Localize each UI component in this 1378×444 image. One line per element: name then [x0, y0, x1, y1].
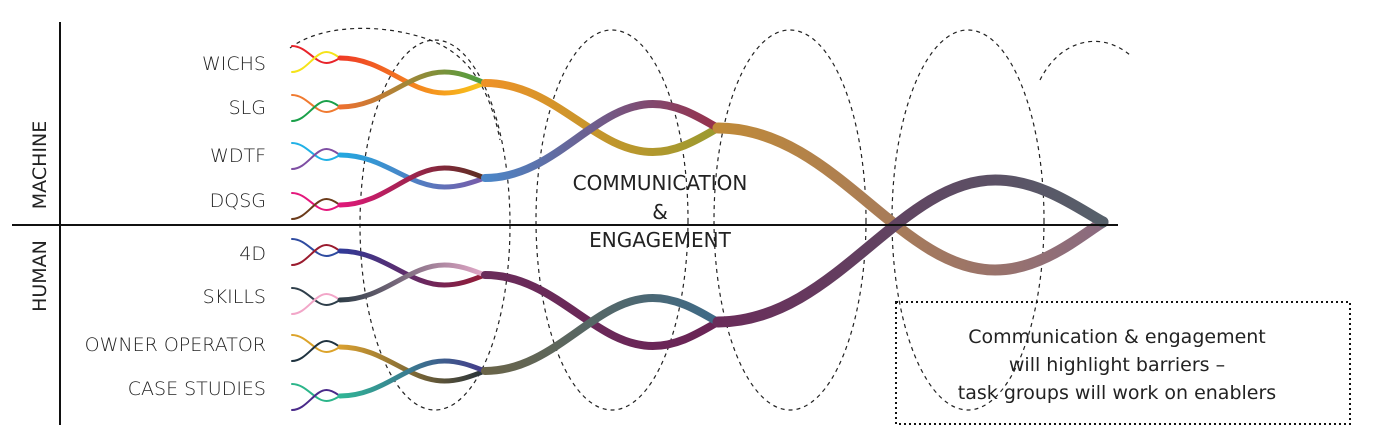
strand-wdtf-b [291, 147, 341, 170]
callout-text: Communication & engagement will highligh… [958, 326, 1276, 404]
strand-wdtf-a [291, 142, 341, 162]
strand-wdtf [337, 152, 488, 190]
strands [291, 45, 1109, 411]
strand-case-studies-b [291, 388, 341, 411]
strand-4d-b [291, 243, 341, 266]
strand-wichs [337, 55, 488, 96]
strand-oo-cs [481, 293, 722, 375]
axis-label-machine: MACHINE [29, 121, 51, 209]
strand-owner-operator-b [291, 339, 341, 362]
strand-dqsg-b [291, 197, 341, 220]
strand-case-studies [337, 358, 488, 399]
strand-machine [712, 122, 1109, 276]
strand-4d-a [291, 238, 341, 258]
strand-case-studies-a [291, 383, 341, 403]
label-case-studies: CASE STUDIES [128, 378, 266, 400]
callout-line-2: will highlight barriers – [1009, 354, 1225, 376]
strand-4d [337, 248, 488, 288]
strand-dqsg [337, 165, 488, 208]
coil-top-arc [289, 27, 501, 141]
axis-label-human: HUMAN [29, 240, 51, 312]
label-dqsg: DQSG [210, 190, 266, 212]
strand-slg [337, 69, 488, 110]
strand-skills-a [291, 287, 341, 307]
strand-slg-a [291, 94, 341, 114]
center-text-line-1: COMMUNICATION [573, 171, 748, 195]
strand-owner-operator-a [291, 334, 341, 354]
label-wdtf: WDTF [210, 145, 266, 167]
coil-loop-3 [713, 29, 867, 411]
labels: WICHS SLG WDTF DQSG 4D SKILLS OWNER OPER… [85, 53, 266, 400]
strand-skills [337, 262, 488, 303]
center-text: COMMUNICATION & ENGAGEMENT [573, 171, 748, 252]
strand-4d-skills [481, 271, 722, 351]
strand-owner-operator [337, 344, 488, 384]
callout-line-1: Communication & engagement [968, 326, 1266, 348]
strand-wichs-b [291, 50, 341, 73]
callout-box [895, 301, 1351, 425]
strand-wichs-slg [481, 79, 722, 157]
label-4d: 4D [239, 243, 266, 265]
center-text-line-3: ENGAGEMENT [589, 228, 731, 252]
strand-dqsg-a [291, 192, 341, 212]
label-slg: SLG [229, 97, 266, 119]
strand-slg-b [291, 99, 341, 122]
center-text-line-2: & [652, 200, 668, 224]
coil-loop-4 [891, 29, 1045, 411]
label-wichs: WICHS [202, 53, 266, 75]
strand-human [712, 174, 1109, 328]
label-owner-operator: OWNER OPERATOR [85, 334, 266, 356]
strand-skills-b [291, 292, 341, 315]
coil-loop-2 [535, 29, 689, 411]
callout-line-3: task groups will work on enablers [958, 382, 1276, 404]
coil-end-arc [1039, 40, 1131, 81]
strand-wichs-a [291, 45, 341, 65]
strand-wdtf-dqsg [481, 99, 722, 182]
label-skills: SKILLS [203, 286, 266, 308]
